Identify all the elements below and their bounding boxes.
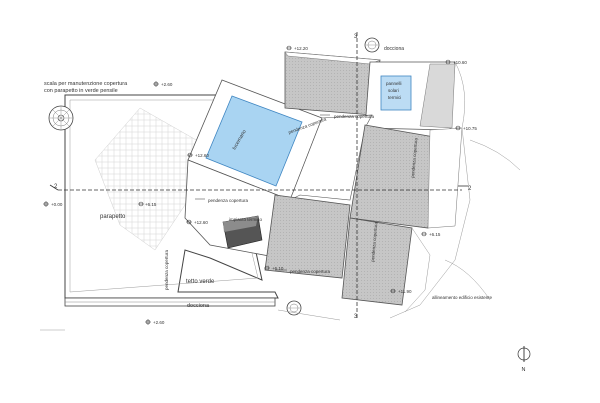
elevation-marker-icon: +2.60 +0.00 +6.15 +12.60 +12.60 +12.20 +… — [43, 45, 477, 325]
north-arrow-icon: N — [517, 346, 531, 373]
north-label: N — [522, 367, 526, 373]
section-mark-top: 3 — [354, 34, 358, 40]
impianto-termico-label: impianto termico — [229, 217, 263, 222]
allineamento-label: allineamento edificio esistente — [432, 295, 493, 300]
solar-label-2: solari — [388, 88, 399, 93]
elevation-e3: +6.15 — [145, 202, 157, 207]
section-mark-right: 2 — [468, 186, 472, 192]
solar-label-1: pannelli — [386, 81, 402, 86]
elevation-e7: +10.60 — [453, 60, 467, 65]
elevation-e5: +12.60 — [194, 220, 208, 225]
elevation-e2: +0.00 — [51, 202, 63, 207]
slope-label-right-top-rotated: pendenza copertura — [410, 137, 419, 178]
roof-module-lower — [264, 194, 351, 279]
elevation-e8: +10.75 — [463, 126, 477, 131]
docciona-top-label: docciona — [384, 46, 404, 52]
existing-building-outline — [389, 61, 521, 319]
solar-module — [364, 61, 456, 131]
elevation-e1: +2.60 — [161, 82, 173, 87]
skylight-glass — [205, 95, 303, 187]
parapetto-label: parapetto — [100, 214, 126, 220]
solar-panel — [380, 75, 412, 111]
solar-label-3: termici — [388, 95, 401, 100]
thermal-plant-block — [222, 215, 263, 249]
slope-label-bottom: pendenza copertura — [290, 269, 331, 274]
skylight-block — [187, 79, 323, 201]
docciona-bottom-label: docciona — [187, 303, 210, 309]
downspout-top-icon — [364, 37, 380, 53]
section-mark-left: 2 — [54, 184, 58, 190]
elevation-e9: +6.15 — [429, 232, 441, 237]
section-mark-bottom: 3 — [354, 314, 358, 320]
slope-label-middle: pendenza copertura — [208, 198, 249, 203]
slope-label-right-bottom-rotated: pendenza copertura — [370, 221, 379, 262]
maintenance-stair-note-line2: con parapetto in verde pensile — [44, 88, 118, 94]
section-marker-right-icon: 2 — [458, 185, 472, 192]
section-marker-left-icon: 2 — [49, 184, 59, 191]
spiral-stair-icon — [48, 105, 74, 131]
tetto-verde-label: tetto verde — [186, 279, 215, 285]
elevation-e12: +2.60 — [153, 320, 165, 325]
tile-field — [94, 107, 206, 251]
elevation-e4: +12.60 — [195, 153, 209, 158]
slope-label-top: pendenza copertura — [334, 114, 375, 119]
maintenance-stair-note-line1: scala per manutenzione copertura — [44, 81, 128, 87]
slope-label-left-rotated: pendenza copertura — [164, 249, 169, 290]
roof-module-lower-right — [341, 217, 413, 306]
elevation-e6: +12.20 — [294, 46, 308, 51]
downspout-bottom-icon — [286, 300, 302, 316]
roof-module-right — [349, 124, 441, 229]
central-terrace — [184, 159, 291, 259]
elevation-e10: +6.10 — [272, 266, 284, 271]
elevation-e11: +11.90 — [398, 289, 412, 294]
